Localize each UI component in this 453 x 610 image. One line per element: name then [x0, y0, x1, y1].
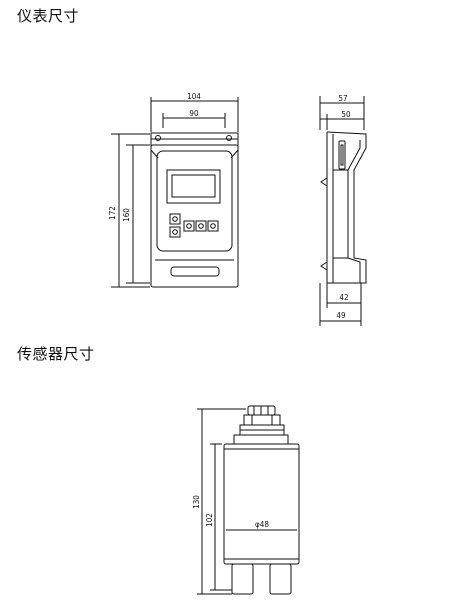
dim-front-inner-height: 160: [122, 208, 131, 222]
dim-side-top-inner: 50: [341, 110, 351, 119]
dim-sensor-diameter: φ48: [255, 520, 269, 529]
dim-front-total-width: 104: [187, 92, 201, 101]
instrument-side-view: 57 50 42 49: [319, 94, 367, 326]
sensor-drawing: φ48 130 102: [192, 405, 300, 595]
keypad: [169, 213, 219, 238]
dim-sensor-total-height: 130: [192, 495, 201, 509]
dim-side-bottom-inner: 42: [339, 293, 348, 302]
instrument-front-view: 104 90 172 160: [108, 92, 239, 288]
dim-side-bottom-depth: 49: [336, 311, 346, 320]
dim-sensor-body-height: 102: [205, 513, 214, 527]
dim-front-inner-width: 90: [189, 109, 199, 118]
dim-side-top-depth: 57: [338, 94, 347, 103]
instrument-dimensions-heading: 仪表尺寸: [17, 7, 80, 25]
dim-front-total-height: 172: [108, 206, 117, 220]
sensor-dimensions-heading: 传感器尺寸: [17, 345, 95, 363]
